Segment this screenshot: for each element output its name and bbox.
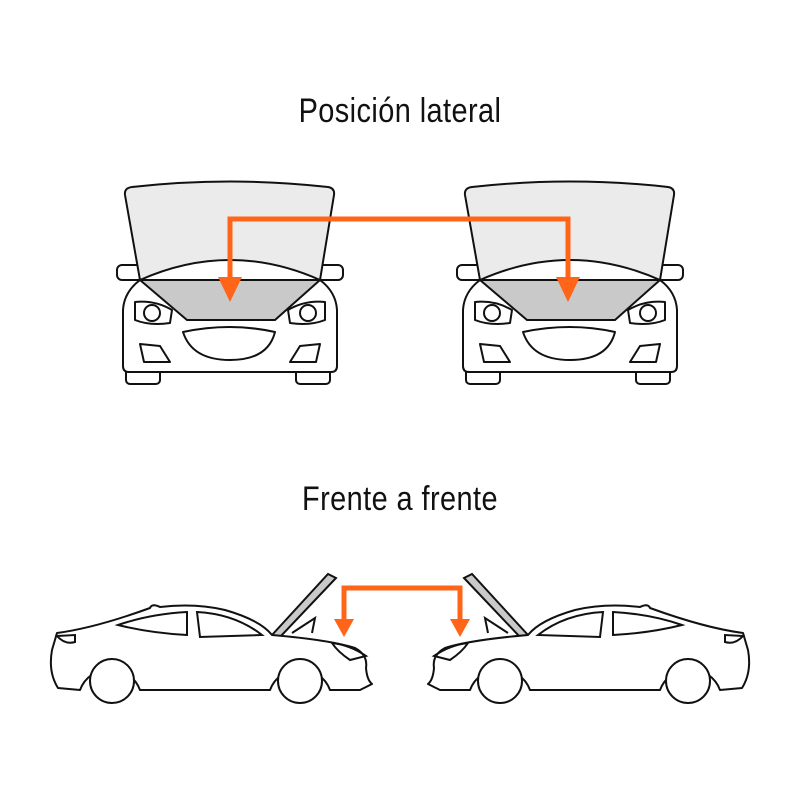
car-side-right <box>427 573 751 704</box>
arrow-face-to-face <box>334 585 470 637</box>
car-side-left <box>49 573 373 704</box>
arrow-side-by-side <box>218 216 580 302</box>
title-side-by-side: Posición lateral <box>298 92 502 130</box>
title-face-to-face: Frente a frente <box>302 480 498 518</box>
